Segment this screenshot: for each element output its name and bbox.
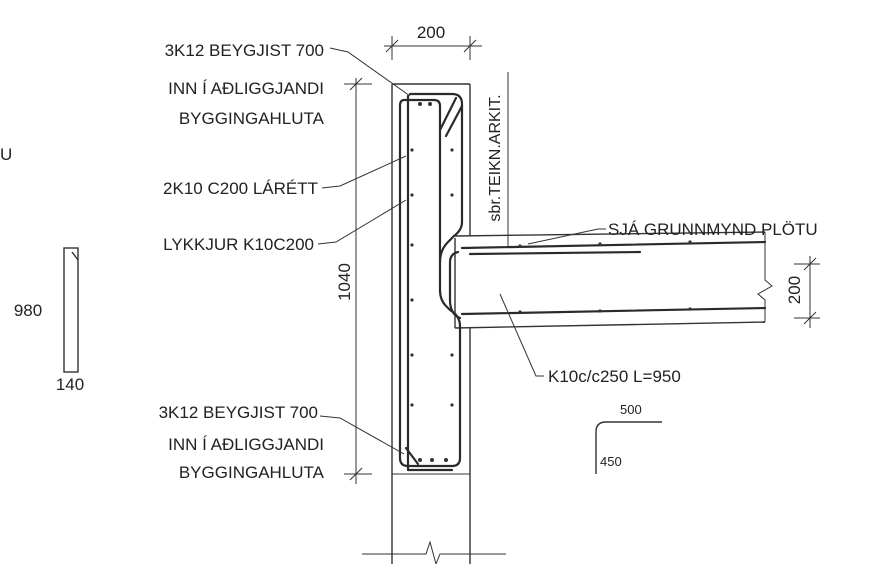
detail-height-label: 980 [14, 301, 42, 320]
bend-horizontal-label: 500 [620, 402, 642, 417]
dim-wall-width-label: 200 [417, 23, 445, 42]
wall-base-break [362, 540, 506, 564]
wall-outline [391, 83, 471, 564]
callout-top-bar-line3: BYGGINGAHLUTA [179, 109, 325, 128]
callout-bottom-bar: 3K12 BEYGJIST 700 INN Í AÐLIGGJANDI BYGG… [159, 403, 325, 482]
callout-slab-ref: SJÁ GRUNNMYND PLÖTU [608, 220, 818, 239]
cut-letter: U [0, 145, 12, 164]
dim-wall-width: 200 [384, 23, 482, 60]
dim-wall-height-label: 1040 [335, 263, 354, 301]
bend-vertical-label: 450 [600, 454, 622, 469]
slab-rebar [448, 240, 767, 320]
callout-top-bar-line1: 3K12 BEYGJIST 700 [165, 41, 324, 60]
small-detail: 980 140 [14, 247, 84, 394]
wall-rebar-dots [410, 102, 454, 462]
dim-slab-thickness: 200 [785, 256, 820, 328]
arch-reference-label: sbr.TEIKN.ARKIT. [487, 94, 504, 221]
callout-horizontal-bars: 2K10 C200 LÁRÉTT [163, 179, 318, 198]
callout-loops: LYKKJUR K10C200 [163, 235, 314, 254]
callout-top-bar: 3K12 BEYGJIST 700 INN Í AÐLIGGJANDI BYGG… [165, 41, 325, 128]
dim-wall-height: 1040 [335, 77, 372, 484]
detail-width-label: 140 [56, 375, 84, 394]
leader-lines [317, 47, 606, 455]
callout-bottom-bar-line2: INN Í AÐLIGGJANDI [168, 435, 324, 454]
wall-rebar-cage [398, 92, 464, 472]
callout-bottom-bar-line3: BYGGINGAHLUTA [179, 463, 325, 482]
callout-slab-bar: K10c/c250 L=950 [548, 367, 681, 386]
bend-schedule: 500 450 [595, 402, 662, 474]
dim-slab-thickness-label: 200 [785, 276, 804, 304]
callout-bottom-bar-line1: 3K12 BEYGJIST 700 [159, 403, 318, 422]
callout-top-bar-line2: INN Í AÐLIGGJANDI [168, 79, 324, 98]
arch-reference: sbr.TEIKN.ARKIT. [487, 72, 509, 248]
